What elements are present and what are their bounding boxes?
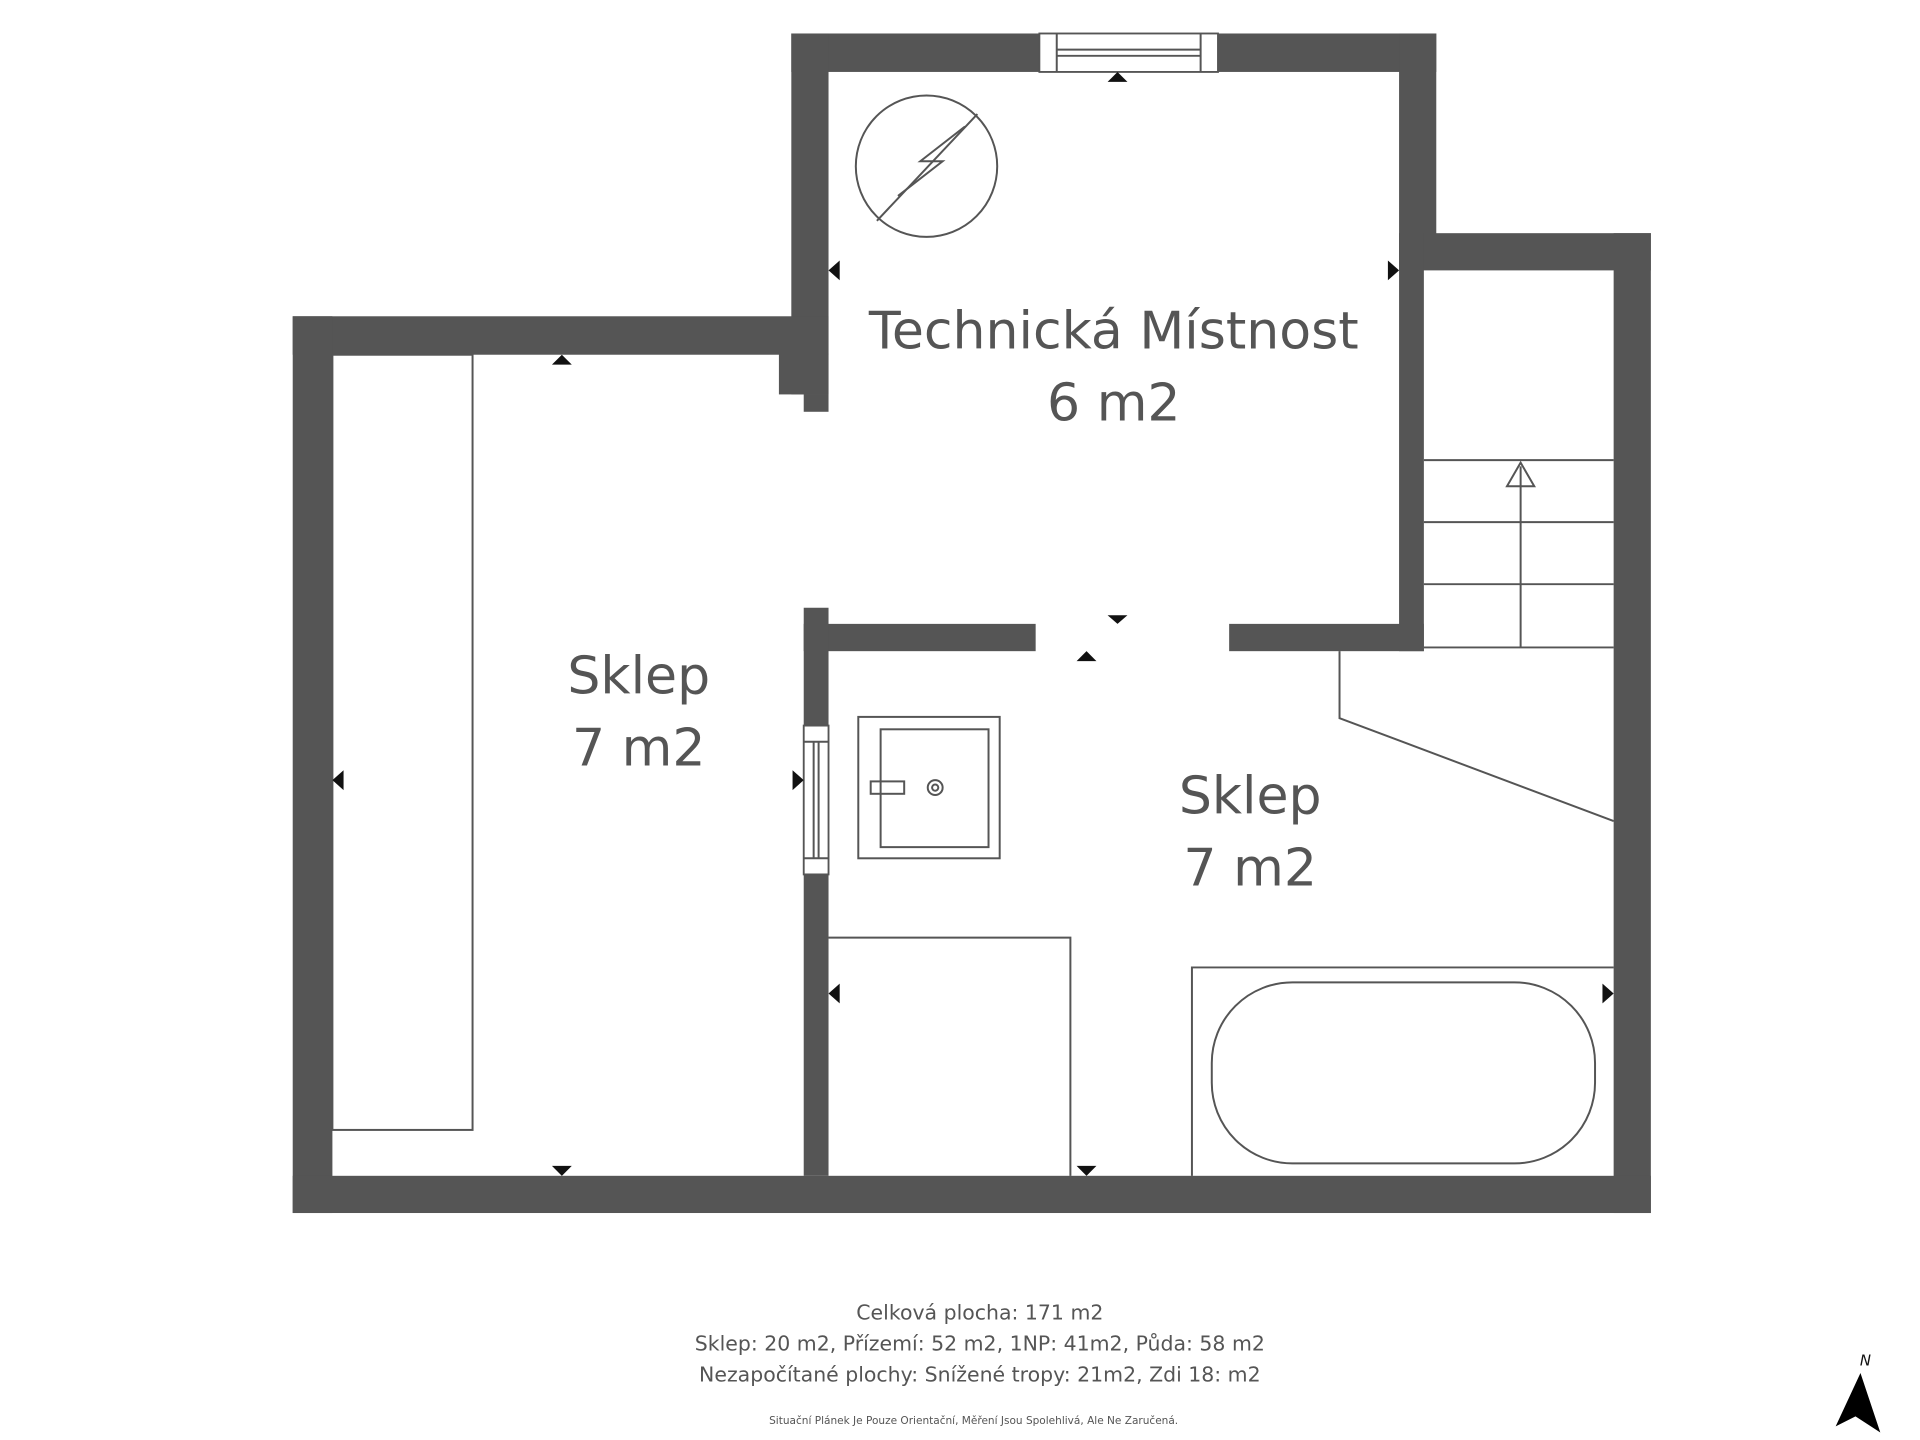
electrical-icon	[854, 94, 999, 238]
sink	[857, 715, 1001, 860]
room-name-technical: Technická Místnost	[868, 302, 1359, 362]
bathtub	[1190, 966, 1614, 1176]
cabinet	[828, 936, 1072, 1176]
window-top	[1038, 32, 1219, 73]
room-area-sklep-left: 7 m2	[572, 718, 706, 778]
room-name-sklep-right: Sklep	[1179, 767, 1322, 827]
shelf	[331, 353, 474, 1131]
dimension-markers	[332, 71, 1614, 1176]
floor-areas: Sklep: 20 m2, Přízemí: 52 m2, 1NP: 41m2,…	[695, 1332, 1265, 1356]
north-arrow-icon: N	[1835, 1352, 1881, 1433]
window-side	[802, 724, 830, 876]
room-area-sklep-right: 7 m2	[1183, 839, 1317, 899]
walls	[292, 33, 1651, 1214]
disclaimer: Situační Plánek Je Pouze Orientační, Měř…	[769, 1415, 1178, 1427]
excluded-areas: Nezapočítané plochy: Snížené tropy: 21m2…	[699, 1363, 1261, 1387]
compass-label: N	[1860, 1352, 1871, 1370]
room-name-sklep-left: Sklep	[567, 646, 710, 706]
stairs	[1338, 459, 1614, 823]
room-area-technical: 6 m2	[1047, 373, 1181, 433]
total-area: Celková plocha: 171 m2	[856, 1301, 1103, 1325]
